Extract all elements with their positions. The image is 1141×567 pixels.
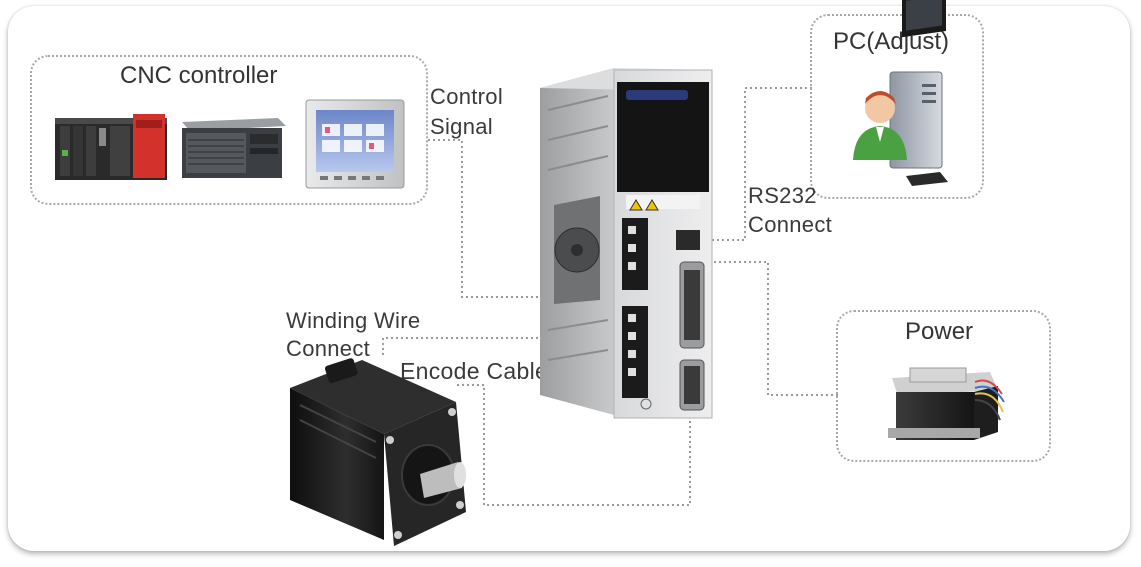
control-signal-label-line1: Control	[430, 84, 504, 109]
rs232-label-line1: RS232	[748, 183, 817, 208]
encode-cable-label: Encode Cable	[400, 358, 549, 384]
winding-wire-label-line1: Winding Wire	[286, 308, 421, 333]
plc-rack-image	[55, 114, 167, 180]
winding-wire-label-line2: Connect	[286, 336, 371, 361]
rs232-label-line2: Connect	[748, 212, 833, 237]
cnc-controller-title: CNC controller	[120, 62, 278, 89]
control-signal-line	[428, 139, 635, 298]
industrial-pc-image	[182, 118, 286, 178]
rs232-line	[700, 87, 812, 241]
pc-user-image	[853, 0, 948, 186]
servo-motor-image	[290, 358, 466, 546]
transformer-image	[888, 367, 1005, 440]
hmi-panel-image	[305, 99, 405, 189]
servo-driver-image	[540, 68, 713, 419]
power-line	[712, 261, 838, 396]
cnc-controller-group	[30, 55, 428, 205]
power-group	[836, 310, 1051, 462]
control-signal-label-line2: Signal	[430, 114, 493, 139]
power-title: Power	[905, 318, 974, 345]
encode-cable-line	[457, 384, 691, 506]
pc-group	[810, 14, 984, 199]
